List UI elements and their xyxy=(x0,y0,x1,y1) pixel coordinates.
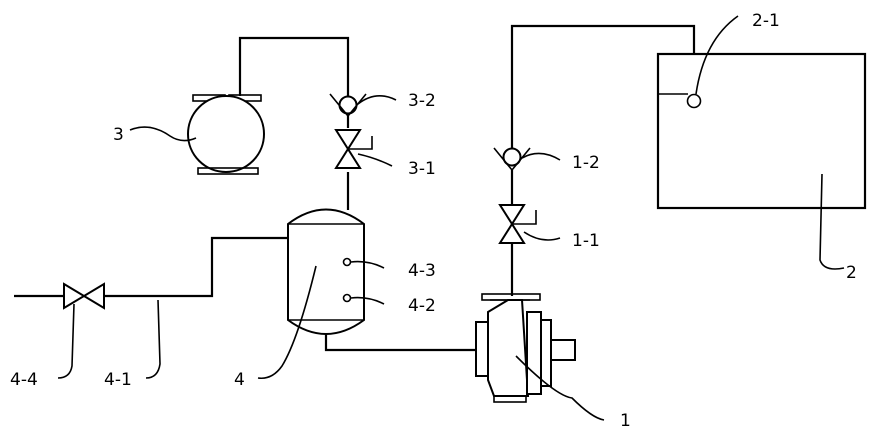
leader-3-2 xyxy=(357,95,397,105)
label-4-2: 4-2 xyxy=(408,296,436,316)
label-1: 1 xyxy=(620,411,631,431)
leader-1-1 xyxy=(523,231,561,241)
vessel-sensor-high xyxy=(342,257,352,267)
vessel xyxy=(287,208,365,335)
label-1-1: 1-1 xyxy=(572,231,600,251)
label-2: 2 xyxy=(846,263,857,283)
leader-4 xyxy=(257,265,317,380)
leader-1 xyxy=(515,355,605,421)
vessel-sensor-low xyxy=(342,293,352,303)
tank-sensor xyxy=(686,93,702,109)
label-1-2: 1-2 xyxy=(572,153,600,173)
pump-outlet-pipe xyxy=(510,24,696,296)
leader-1-2 xyxy=(521,152,561,161)
label-3-2: 3-2 xyxy=(408,91,436,111)
inlet-valve xyxy=(63,282,105,310)
inlet-pipe xyxy=(14,236,288,298)
leader-4-4 xyxy=(57,303,75,379)
leader-4-2 xyxy=(350,296,385,305)
vacuum-pump xyxy=(187,94,265,175)
label-4-1: 4-1 xyxy=(104,370,132,390)
leader-2-1 xyxy=(695,15,739,95)
label-4-3: 4-3 xyxy=(408,261,436,281)
leader-2 xyxy=(819,173,845,270)
leader-3-1 xyxy=(357,153,393,167)
label-2-1: 2-1 xyxy=(752,11,780,31)
vacuum-valve xyxy=(334,129,373,169)
vacuum-pipe xyxy=(238,36,350,210)
outlet-valve xyxy=(498,204,537,244)
outlet-check-valve xyxy=(493,147,531,172)
vessel-to-pump-pipe xyxy=(324,334,476,352)
label-4-4: 4-4 xyxy=(10,370,38,390)
leader-4-1 xyxy=(145,299,161,379)
vacuum-check-valve xyxy=(329,93,367,118)
label-3-1: 3-1 xyxy=(408,159,436,179)
pump xyxy=(475,293,576,403)
label-3: 3 xyxy=(113,125,124,145)
leader-4-3 xyxy=(350,260,385,269)
tank xyxy=(656,52,867,210)
leader-3 xyxy=(129,126,197,142)
label-4: 4 xyxy=(234,370,245,390)
